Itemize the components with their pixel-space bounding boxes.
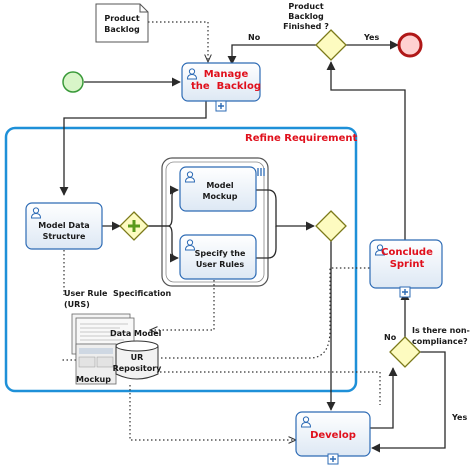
mockup-label: Mockup bbox=[76, 375, 111, 384]
exclusive-gateway[interactable] bbox=[315, 210, 347, 242]
data-model-label: Data Model bbox=[110, 329, 162, 338]
associations bbox=[60, 21, 380, 440]
collapsed-subprocess-marker bbox=[399, 286, 411, 298]
multi-instance-icon bbox=[257, 168, 265, 176]
right-no-label: No bbox=[384, 333, 397, 342]
sequence-flows bbox=[59, 40, 446, 453]
top-no-label: No bbox=[248, 33, 261, 42]
develop-label: Develop bbox=[310, 430, 356, 441]
right-yes-label: Yes bbox=[451, 413, 467, 422]
refine-requirement-title: Refine Requirement bbox=[245, 133, 358, 144]
develop-task[interactable]: Develop bbox=[295, 411, 371, 465]
parallel-group-inner bbox=[165, 161, 265, 283]
start-event[interactable] bbox=[62, 71, 84, 93]
parallel-group bbox=[161, 157, 269, 287]
non-compliance-label: Is there non-compliance? bbox=[412, 326, 470, 346]
non-compliance-gateway[interactable] bbox=[389, 336, 421, 368]
refine-requirement-subprocess bbox=[4, 126, 358, 393]
document-preview-lines bbox=[80, 323, 128, 345]
backlog-finished-gateway[interactable] bbox=[315, 29, 347, 61]
user-rule-spec-label: User Rule Specification(URS) bbox=[64, 289, 172, 309]
end-event[interactable] bbox=[397, 32, 423, 58]
data-artifacts[interactable]: User Rule Specification(URS) Data Model … bbox=[64, 289, 172, 385]
top-yes-label: Yes bbox=[363, 33, 379, 42]
parallel-gateway[interactable] bbox=[119, 211, 149, 241]
collapsed-subprocess-marker bbox=[327, 453, 339, 465]
collapsed-subprocess-marker bbox=[215, 100, 227, 112]
